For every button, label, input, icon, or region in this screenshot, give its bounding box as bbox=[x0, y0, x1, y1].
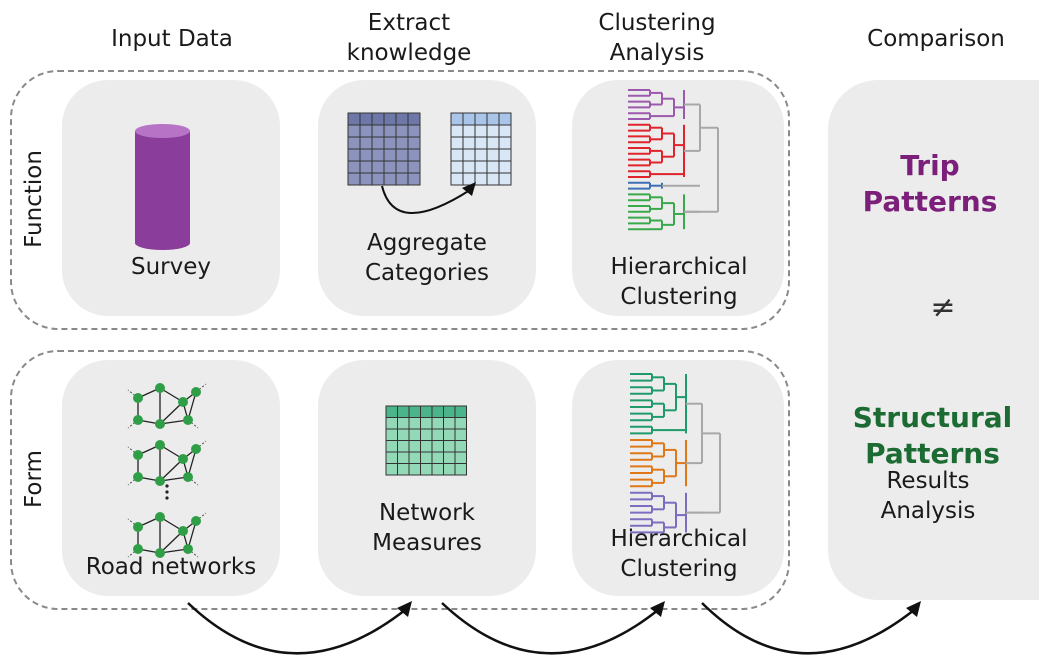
flow-arrowhead-3 bbox=[906, 601, 921, 617]
comparison-card bbox=[828, 80, 1039, 600]
header-extract-knowledge: Extract knowledge bbox=[346, 10, 472, 66]
flow-arrowhead-2 bbox=[650, 601, 665, 617]
network-measures-card bbox=[318, 360, 536, 596]
header-clustering-analysis: Clustering Analysis bbox=[598, 10, 716, 66]
flow-arrow-1 bbox=[187, 602, 406, 655]
aggregate-arrow-icon bbox=[381, 185, 471, 214]
road-network-icon bbox=[127, 383, 207, 558]
flow-arrowhead-1 bbox=[397, 601, 412, 617]
flow-arrow-3 bbox=[701, 602, 915, 655]
dendrogram-form-icon bbox=[630, 373, 721, 534]
structural-patterns-label: Structural Patterns bbox=[852, 401, 1013, 470]
road-networks-card bbox=[62, 360, 280, 596]
caption-survey: Survey bbox=[130, 254, 211, 280]
clustering-function-card bbox=[572, 80, 784, 316]
not-equal-symbol: ≠ bbox=[930, 290, 956, 325]
flow-arrow-2 bbox=[441, 602, 659, 655]
caption-hierarchical-clustering-top: Hierarchical Clustering bbox=[610, 254, 748, 310]
network-measures-grid-icon bbox=[385, 405, 467, 476]
dendrogram-function-icon bbox=[628, 89, 719, 231]
survey-database-icon bbox=[135, 124, 190, 250]
caption-network-measures: Network Measures bbox=[372, 500, 482, 556]
trip-patterns-label: Trip Patterns bbox=[862, 149, 998, 218]
caption-results-analysis: Results Analysis bbox=[880, 468, 976, 524]
clustering-form-card bbox=[572, 360, 784, 596]
aggregate-grid-icon bbox=[347, 112, 512, 186]
header-input-data: Input Data bbox=[111, 26, 233, 52]
caption-road-networks: Road networks bbox=[85, 554, 257, 580]
header-comparison: Comparison bbox=[867, 26, 1005, 52]
caption-hierarchical-clustering-bottom: Hierarchical Clustering bbox=[610, 526, 748, 582]
function-group-frame bbox=[10, 70, 790, 330]
caption-aggregate-categories: Aggregate Categories bbox=[365, 230, 489, 286]
